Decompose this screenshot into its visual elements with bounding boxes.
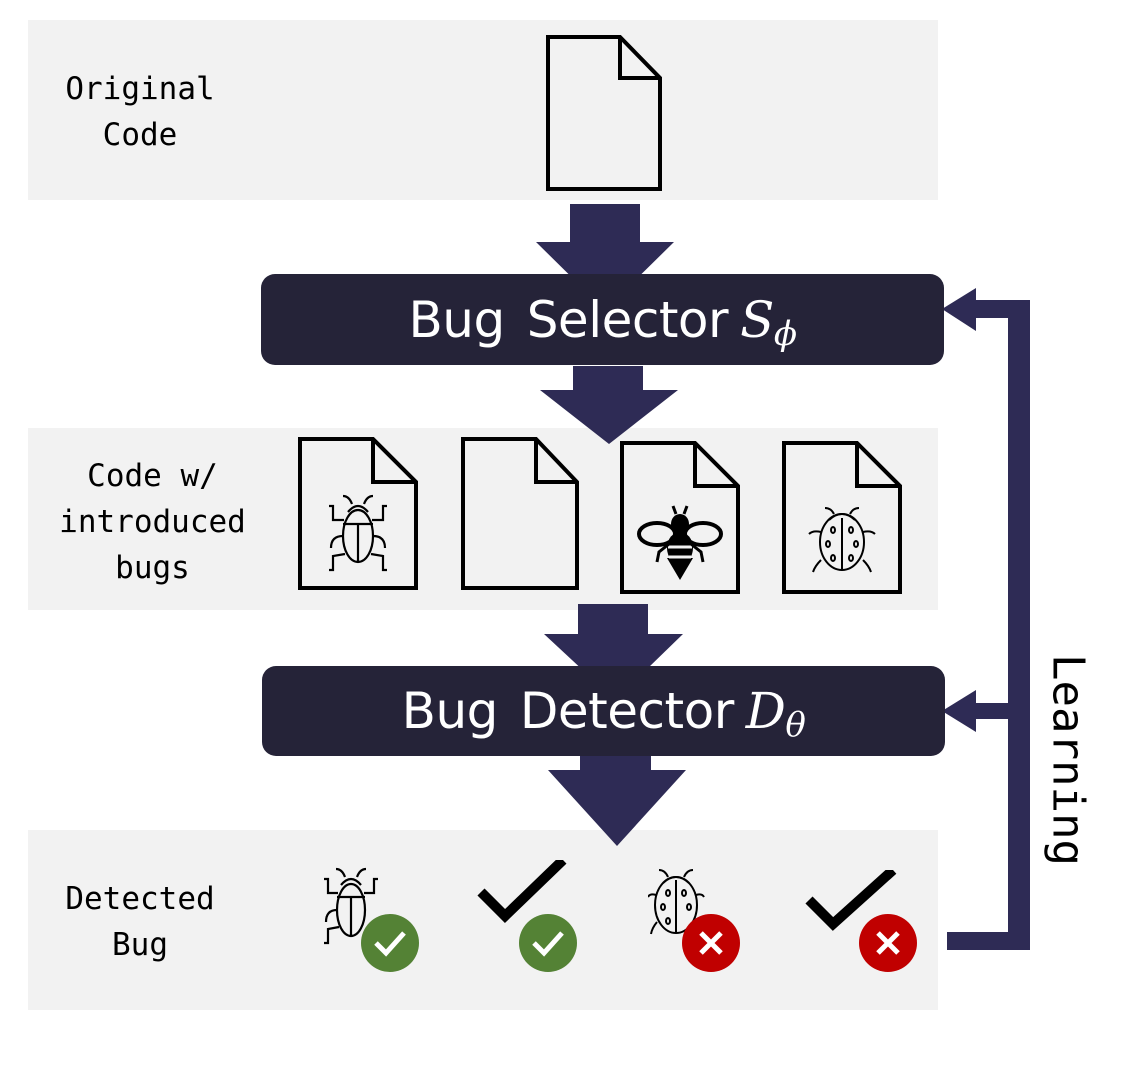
x-badge-icon: [682, 914, 740, 972]
ladybug-document-icon: [782, 441, 902, 594]
bee-icon: [637, 505, 723, 580]
checkmark-icon: [477, 860, 567, 924]
feedback-arrowhead-detector: [942, 690, 976, 732]
detector-subscript: θ: [785, 705, 806, 745]
flow-arrow-4: [548, 756, 686, 846]
detector-label-word1: Bug: [401, 682, 499, 740]
introduced-bugs-panel: [28, 428, 938, 610]
result-2-nobug-correct: [477, 860, 577, 972]
blank-document-icon: [461, 437, 579, 590]
beetle-icon: [329, 494, 387, 572]
feedback-arrowhead-selector: [942, 288, 976, 331]
selector-subscript: ϕ: [773, 313, 797, 354]
check-badge-icon: [361, 914, 419, 972]
ladybug-icon: [808, 507, 876, 573]
selector-label-word2: Selector: [526, 290, 729, 349]
flow-arrow-3: [544, 604, 683, 700]
result-4-nobug-incorrect: [805, 870, 917, 972]
detected-bug-label: Detected Bug: [65, 881, 215, 963]
selector-label-word1: Bug: [408, 290, 505, 349]
introduced-bugs-label: Code w/ introduced bugs: [59, 458, 246, 586]
result-3-ladybug-incorrect: [648, 869, 740, 972]
original-code-label: Original Code: [65, 71, 215, 153]
detector-symbol: D: [745, 682, 786, 740]
check-badge-icon: [519, 914, 577, 972]
learning-feedback-bracket: [942, 288, 1030, 950]
bee-document-icon: [620, 441, 740, 594]
checkmark-icon: [805, 870, 897, 931]
beetle-document-icon: [298, 437, 418, 590]
x-badge-icon: [859, 914, 917, 972]
ladybug-icon: [648, 869, 705, 935]
selector-symbol: S: [740, 290, 774, 349]
document-icon: [546, 35, 662, 191]
original-code-panel: [28, 20, 938, 200]
beetle-icon: [324, 867, 378, 945]
result-1-beetle-correct: [324, 867, 419, 972]
detected-bug-panel: [28, 830, 938, 1010]
flow-arrow-1: [536, 204, 674, 310]
flow-arrow-2: [540, 366, 678, 444]
detector-label-word2: Detector: [519, 682, 734, 740]
learning-label: Learning: [1042, 654, 1094, 866]
